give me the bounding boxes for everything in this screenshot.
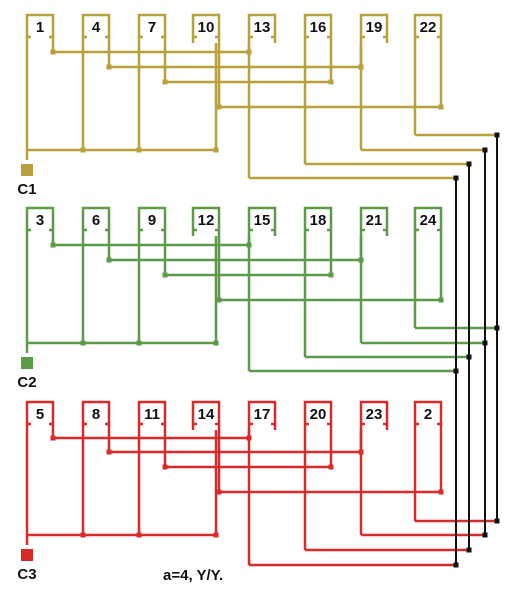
c2-coil-box bbox=[25, 206, 55, 236]
c3-junction bbox=[162, 464, 168, 470]
c2-coil-number: 6 bbox=[92, 212, 100, 229]
c3-coil-box bbox=[191, 400, 221, 430]
c3-junction bbox=[328, 464, 334, 470]
c3-coil-number: 20 bbox=[310, 406, 327, 423]
c1-coil-box bbox=[81, 13, 111, 43]
c1-terminal-label: C1 bbox=[17, 181, 36, 198]
c2-coil-box bbox=[303, 206, 333, 236]
c3-coil-number: 14 bbox=[198, 406, 215, 423]
c3-terminal-label: C3 bbox=[17, 566, 36, 583]
c3-terminal-square bbox=[21, 549, 33, 561]
c2-junction bbox=[106, 257, 112, 263]
c3-junction bbox=[213, 532, 219, 538]
c3-coil-number: 8 bbox=[92, 406, 100, 423]
c2-coil-number: 9 bbox=[148, 212, 156, 229]
c2-coil-number: 12 bbox=[198, 212, 215, 229]
c3-coil-number: 11 bbox=[144, 406, 160, 423]
c2-coil-box bbox=[81, 206, 111, 236]
c2-coil-box bbox=[247, 206, 277, 236]
c1-coil-box bbox=[413, 13, 443, 43]
c1-junction bbox=[328, 79, 334, 85]
c3-coil-box bbox=[81, 400, 111, 430]
c3-junction bbox=[106, 449, 112, 455]
c1-coil-box bbox=[247, 13, 277, 43]
c1-coil-box bbox=[25, 13, 55, 43]
c2-junction bbox=[213, 340, 219, 346]
c3-coil-box bbox=[247, 400, 277, 430]
c1-coil-number: 13 bbox=[254, 19, 271, 36]
c2-coil-box bbox=[413, 206, 443, 236]
c1-junction bbox=[136, 147, 142, 153]
c2-junction bbox=[136, 340, 142, 346]
phase-group-c3: 5 8 11 14 17 20 23 2C3 bbox=[17, 400, 500, 583]
c2-junction bbox=[438, 297, 444, 303]
c3-coil-box bbox=[25, 400, 55, 430]
c3-coil-box bbox=[359, 400, 389, 430]
c1-junction bbox=[438, 104, 444, 110]
c2-coil-box bbox=[191, 206, 221, 236]
c1-coil-number: 7 bbox=[148, 19, 156, 36]
c1-junction bbox=[216, 104, 222, 110]
c3-coil-number: 17 bbox=[254, 406, 271, 423]
c1-coil-number: 10 bbox=[198, 19, 215, 36]
c1-junction bbox=[50, 49, 56, 55]
c2-coil-number: 21 bbox=[366, 212, 383, 229]
c1-junction bbox=[213, 147, 219, 153]
c1-coil-box bbox=[303, 13, 333, 43]
c1-terminal-square bbox=[21, 164, 33, 176]
c2-coil-number: 15 bbox=[254, 212, 271, 229]
c3-junction bbox=[216, 489, 222, 495]
c3-junction bbox=[136, 532, 142, 538]
c1-junction bbox=[80, 147, 86, 153]
c2-coil-box bbox=[359, 206, 389, 236]
c3-coil-box bbox=[303, 400, 333, 430]
c3-junction bbox=[80, 532, 86, 538]
c2-coil-number: 24 bbox=[420, 212, 437, 229]
c3-coil-box bbox=[413, 400, 443, 430]
c2-coil-number: 3 bbox=[36, 212, 44, 229]
c2-coil-box bbox=[137, 206, 167, 236]
c1-junction bbox=[162, 79, 168, 85]
c1-junction bbox=[106, 64, 112, 70]
c2-terminal-label: C2 bbox=[17, 374, 36, 391]
c1-coil-number: 19 bbox=[366, 19, 383, 36]
black-bus-wires bbox=[455, 135, 498, 565]
c2-junction bbox=[50, 242, 56, 248]
c3-junction bbox=[50, 435, 56, 441]
winding-caption: a=4, Y/Y. bbox=[163, 567, 223, 584]
c1-coil-number: 4 bbox=[92, 19, 101, 36]
c1-coil-number: 16 bbox=[310, 19, 327, 36]
c1-coil-number: 1 bbox=[36, 19, 44, 36]
c2-junction bbox=[328, 272, 334, 278]
c2-junction bbox=[80, 340, 86, 346]
c3-junction bbox=[438, 489, 444, 495]
c1-coil-box bbox=[191, 13, 221, 43]
c2-coil-number: 18 bbox=[310, 212, 327, 229]
c2-terminal-square bbox=[21, 357, 33, 369]
c2-junction bbox=[162, 272, 168, 278]
c3-coil-number: 23 bbox=[366, 406, 383, 423]
c1-coil-box bbox=[359, 13, 389, 43]
c3-coil-box bbox=[137, 400, 167, 430]
c1-coil-number: 22 bbox=[420, 19, 437, 36]
c2-junction bbox=[216, 297, 222, 303]
c1-coil-box bbox=[137, 13, 167, 43]
c3-coil-number: 2 bbox=[424, 406, 432, 423]
c3-coil-number: 5 bbox=[36, 406, 44, 423]
